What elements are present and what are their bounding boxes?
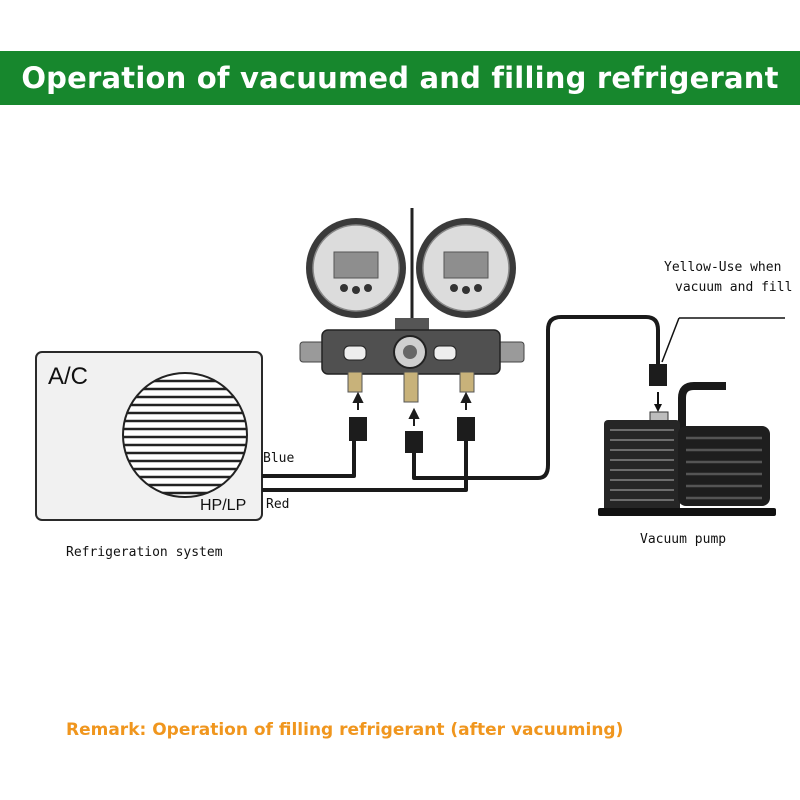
ac-label: A/C [48,363,89,390]
page-title: Operation of vacuumed and filling refrig… [21,61,779,95]
red-hose [262,427,468,492]
vacuum-pump-caption: Vacuum pump [640,532,727,547]
title-banner: Operation of vacuumed and filling refrig… [0,51,800,105]
yellow-note-pointer [661,317,680,363]
yellow-hose [412,315,660,480]
red-hose-label: Red [266,497,290,512]
ac-unit [35,351,263,521]
vacuum-pump [598,364,776,516]
hoses [262,315,660,492]
yellow-note-line1: Yellow-Use when [664,260,782,275]
hose-connectors [349,391,475,453]
yellow-note-line2: vacuum and fill [675,280,793,295]
hp-lp-label: HP/LP [200,497,247,514]
blue-hose-label: Blue [263,451,295,466]
low-side-gauge [306,218,406,318]
manifold-gauge-set [299,208,525,453]
blue-hose [262,427,356,478]
manifold-block [299,329,525,403]
refrigeration-system-caption: Refrigeration system [66,545,223,560]
remark-text: Remark: Operation of filling refrigerant… [66,720,624,740]
high-side-gauge [416,218,516,318]
